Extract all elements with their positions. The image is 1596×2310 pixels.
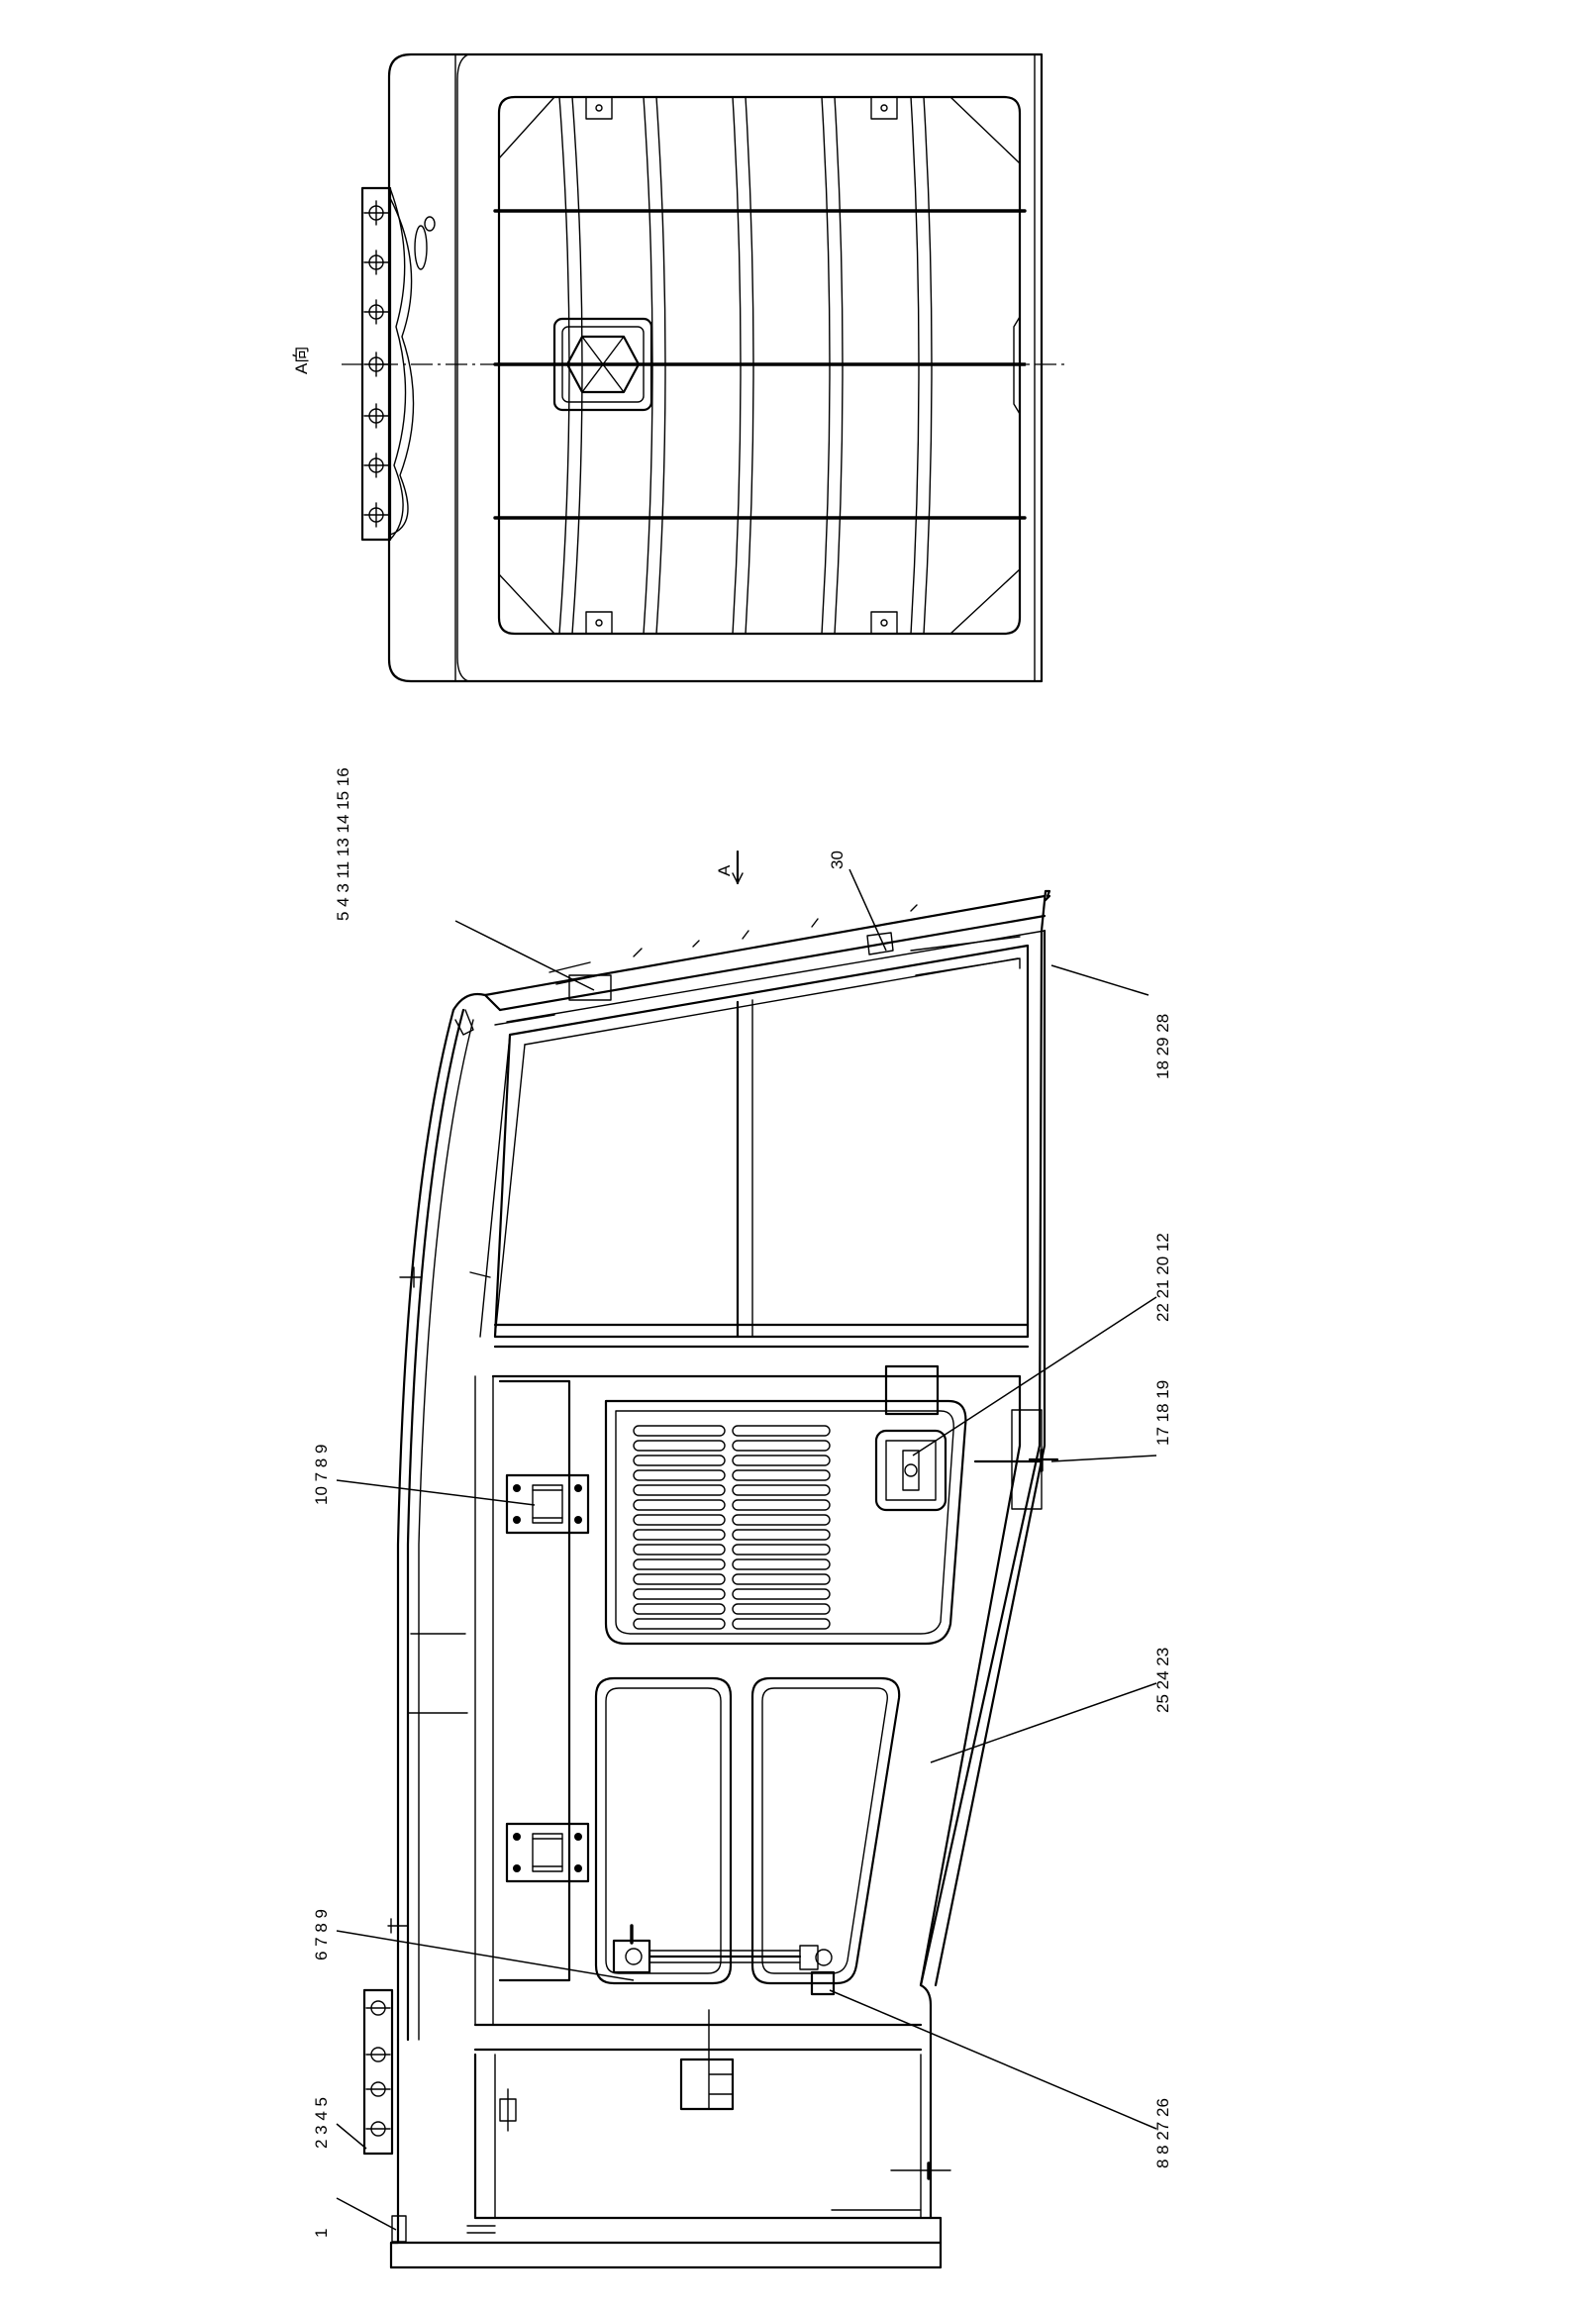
callout-text: 10 7 8 9 [312,1445,331,1505]
upper-hinge [505,1473,590,1535]
callout-text: 8 8 27 26 [1153,2098,1172,2168]
view-label: A向 [292,347,311,374]
louvre-slot [633,1499,726,1511]
louvre-slot [732,1544,831,1556]
lower-hinge [505,1822,590,1883]
callout-group: 17 18 19 [1153,1380,1172,1446]
louvre-slot [732,1603,831,1615]
hinge-bolt-icons [363,200,389,528]
louvre-slot [633,1603,726,1615]
callout-group: 2 3 4 5 [312,2097,331,2149]
callout-text: 17 18 19 [1153,1380,1172,1446]
callout-text: 25 24 23 [1153,1648,1172,1713]
callout-group: 25 24 23 [1153,1648,1172,1713]
louvre-slot [633,1558,726,1570]
louvre-slot [633,1618,726,1630]
door-check [612,1924,836,1996]
louvre-slot [633,1440,726,1452]
callout-text: 1 [312,2229,331,2238]
callout-text: 22 21 20 12 [1153,1233,1172,1322]
louvre-slot [732,1514,831,1526]
louvre-slot [633,1529,726,1541]
louvre-slot [633,1469,726,1481]
callout-numbers: 1 2 3 4 5 6 7 8 9 10 7 8 9 5 4 3 11 13 1… [312,767,1172,2238]
callout-text: 5 4 3 11 13 14 15 16 [334,767,352,921]
callout-group: 10 7 8 9 [312,1445,331,1505]
louvre-slot [732,1425,831,1437]
louvre-slot [732,1455,831,1466]
louvre-slot [732,1558,831,1570]
louvre-slot [732,1573,831,1585]
louvre-slot [732,1618,831,1630]
louvre-slot [633,1484,726,1496]
louvre-slot [732,1484,831,1496]
louvre-slot [732,1499,831,1511]
callout-text: 30 [828,851,847,869]
callout-leaders [336,868,1157,2231]
callout-text: 18 29 28 [1153,1014,1172,1079]
door-lock [874,1364,1044,1512]
section-marker: A [715,864,734,876]
callout-group: 8 8 27 26 [1153,2098,1172,2168]
louvre-slot [732,1588,831,1600]
louvre-slot [633,1588,726,1600]
top-view-a: A向 [292,52,1067,683]
left-hinge-bolt-icons [365,2000,391,2137]
callout-group: 30 [828,851,847,869]
louvre-slot [732,1529,831,1541]
louvre-slot [732,1440,831,1452]
louvre-slot [633,1573,726,1585]
callout-group: 18 29 28 [1153,1014,1172,1079]
callout-group: 22 21 20 12 [1153,1233,1172,1322]
callout-group: 6 7 8 9 [312,1909,331,1960]
louvre-slot [633,1425,726,1437]
callout-group: 5 4 3 11 13 14 15 16 [334,767,352,921]
callout-text: 2 3 4 5 [312,2097,331,2149]
side-view-door: A [362,850,1059,2269]
vent-louvres [633,1425,831,1630]
louvre-slot [732,1469,831,1481]
louvre-slot [633,1544,726,1556]
callout-group: 1 [312,2229,331,2238]
louvre-slot [633,1455,726,1466]
louvre-slot [633,1514,726,1526]
callout-text: 6 7 8 9 [312,1909,331,1960]
